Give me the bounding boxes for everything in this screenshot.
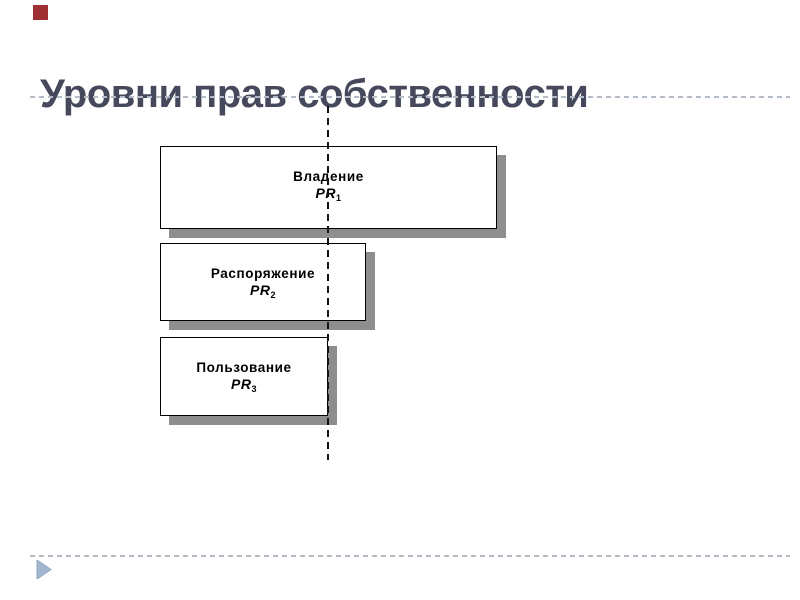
symbol-subscript: 3 xyxy=(251,384,257,394)
box-label: Пользование xyxy=(196,360,292,375)
symbol-subscript: 1 xyxy=(335,193,342,203)
diagram-box-rasporyazhenie: Распоряжение PR2 xyxy=(160,243,366,321)
footer-divider xyxy=(30,555,790,557)
symbol-text: PR xyxy=(250,282,271,298)
symbol-text: PR xyxy=(231,376,252,392)
diagram-box-polzovanie: Пользование PR3 xyxy=(160,337,328,416)
symbol-subscript: 2 xyxy=(270,290,276,300)
title-divider xyxy=(30,96,790,98)
box-symbol: PR2 xyxy=(161,282,365,301)
symbol-text: PR xyxy=(315,185,336,201)
box-label: Распоряжение xyxy=(210,266,316,281)
box-symbol: PR1 xyxy=(161,185,496,204)
box-symbol: PR3 xyxy=(161,376,327,395)
play-triangle-icon xyxy=(36,560,52,579)
slide-title: Уровни прав собственности xyxy=(40,71,589,116)
vertical-dashed-axis xyxy=(327,106,329,460)
red-square-icon xyxy=(33,5,48,20)
